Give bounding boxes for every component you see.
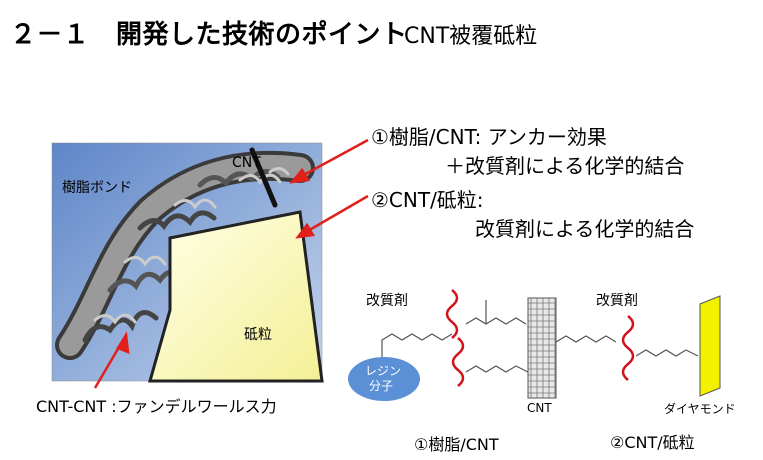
page-title: ２－１ 開発した技術のポイント xyxy=(10,20,408,50)
callout-arrows xyxy=(93,138,369,389)
cnt-cnt-caption: CNT-CNT :ファンデルワールス力 xyxy=(36,397,277,416)
modifier-label-right: 改質剤 xyxy=(596,293,638,309)
modifier-label-left: 改質剤 xyxy=(366,293,408,309)
modifier-chains-left xyxy=(381,300,529,373)
modifier-red-waves-left xyxy=(445,289,465,387)
page-subtitle: CNT被覆砥粒 xyxy=(404,24,538,49)
resin-molecule-blob xyxy=(348,357,420,401)
caption-cnt-abrasive: ②CNT/砥粒 xyxy=(610,433,695,452)
cnt-label-left: CNT xyxy=(232,155,261,171)
abrasive-label: 砥粒 xyxy=(244,327,272,343)
resin-molecule-label-2: 分子 xyxy=(369,379,394,393)
resin-molecule-label-1: レジン xyxy=(365,364,402,378)
abrasive-grain xyxy=(148,210,324,383)
callout-2-line1: ②CNT/砥粒: xyxy=(371,188,484,212)
modifier-chains-right xyxy=(555,335,699,357)
cnt-label-right: CNT xyxy=(527,401,552,415)
callout-2-line2: 改質剤による化学的結合 xyxy=(475,217,695,241)
diamond-label: ダイヤモンド xyxy=(664,402,736,416)
cnt-tube xyxy=(527,297,557,399)
diamond-block xyxy=(699,295,721,397)
callout-1-line1: ①樹脂/CNT: アンカー効果 xyxy=(371,125,607,149)
caption-resin-cnt: ①樹脂/CNT xyxy=(414,435,499,454)
resin-bond-label: 樹脂ボンド xyxy=(62,180,132,196)
cnt-coating xyxy=(55,147,315,360)
callout-1-line2: ＋改質剤による化学的結合 xyxy=(445,154,685,178)
modifier-red-waves-right xyxy=(621,315,635,381)
